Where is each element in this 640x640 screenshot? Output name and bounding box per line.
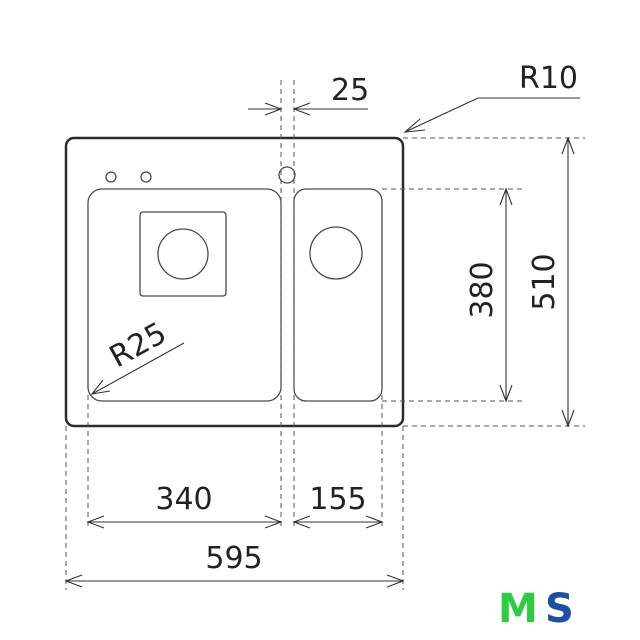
dimension-r10: R10	[403, 61, 580, 133]
large-bowl-drain	[157, 228, 209, 280]
dimension-r25: R25	[90, 316, 185, 395]
tap-hole-left	[105, 171, 117, 183]
dimension-25: 25	[248, 73, 369, 116]
large-bowl	[87, 188, 282, 402]
tap-hole-right	[278, 166, 296, 184]
small-bowl-drain	[309, 226, 363, 280]
logo-letter-s: S	[545, 586, 574, 632]
dimension-380: 380	[465, 187, 513, 403]
dimension-595: 595	[64, 541, 405, 588]
dimension-510: 510	[527, 136, 575, 428]
large-bowl-drain-plate	[139, 211, 227, 297]
dimension-340: 340	[86, 482, 283, 529]
dimension-label-155: 155	[309, 482, 366, 517]
dimension-label-510: 510	[527, 253, 562, 310]
dimension-label-380: 380	[465, 261, 500, 318]
sink-outer-outline	[64, 136, 405, 428]
dimension-155: 155	[292, 482, 384, 529]
dimension-label-340: 340	[155, 482, 212, 517]
dimension-label-595: 595	[205, 541, 262, 576]
tap-hole-middle	[140, 171, 152, 183]
dimension-label-r10: R10	[519, 61, 578, 96]
dimension-label-25: 25	[331, 73, 369, 108]
ms-logo: M S	[498, 586, 574, 632]
logo-letter-m: M	[498, 586, 538, 632]
dimension-label-r25: R25	[104, 316, 173, 375]
small-bowl	[293, 188, 383, 402]
